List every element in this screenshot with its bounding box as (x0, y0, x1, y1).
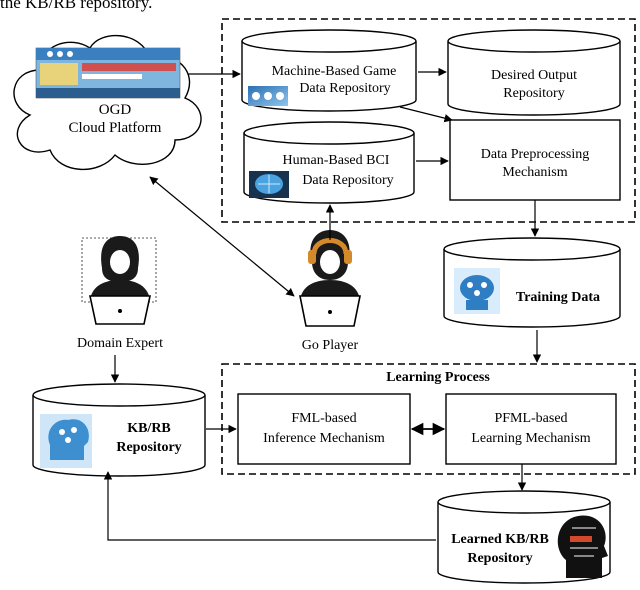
arrow-learned-to-kb (103, 471, 436, 541)
learned-kb-rb-line2: Repository (467, 551, 533, 566)
pfml-learning-box (445, 393, 617, 465)
pfml-learning-line2: Learning Mechanism (471, 431, 591, 446)
learning-process-title: Learning Process (386, 370, 490, 385)
kb-rb-brain-icon (40, 414, 92, 468)
desired-output-line1: Desired Output (491, 68, 577, 83)
pfml-learning-line1: PFML-based (494, 411, 568, 426)
learned-kb-rb-head-icon (557, 515, 608, 578)
machine-game-brain-icon (248, 86, 288, 106)
caption-fragment: the KB/RB repository. (0, 0, 153, 12)
kb-rb-line2: Repository (116, 440, 182, 455)
learned-kb-rb-line1: Learned KB/RB (451, 532, 549, 547)
desired-output-cylinder (447, 29, 621, 116)
preprocessing-line2: Mechanism (502, 165, 568, 180)
preprocessing-box (449, 119, 621, 201)
machine-game-line2: Data Repository (299, 81, 391, 96)
training-data-label: Training Data (515, 290, 601, 305)
ogd-banner-image (35, 47, 181, 99)
fml-inference-line1: FML-based (291, 411, 357, 426)
training-data-brain-icon (454, 268, 500, 314)
human-bci-brain-icon (249, 171, 289, 198)
kb-rb-line1: KB/RB (127, 421, 171, 436)
machine-game-line1: Machine-Based Game (271, 64, 397, 79)
domain-expert-figure (81, 236, 157, 325)
fml-inference-box (237, 393, 411, 465)
arrow-goplayer-cloud (149, 176, 295, 297)
domain-expert-label: Domain Expert (77, 336, 163, 351)
desired-output-line2: Repository (503, 86, 565, 101)
go-player-figure (299, 230, 361, 327)
preprocessing-line1: Data Preprocessing (480, 147, 590, 162)
human-bci-line2: Data Repository (302, 173, 394, 188)
arrow-machine-to-preprocessing (399, 106, 453, 123)
go-player-label: Go Player (301, 338, 359, 353)
human-bci-line1: Human-Based BCI (282, 153, 390, 168)
cloud-subtitle: Cloud Platform (68, 120, 162, 136)
cloud-title: OGD (98, 102, 132, 118)
fml-inference-line2: Inference Mechanism (263, 431, 385, 446)
machine-game-cylinder (241, 29, 417, 112)
learning-process-group (221, 363, 636, 475)
